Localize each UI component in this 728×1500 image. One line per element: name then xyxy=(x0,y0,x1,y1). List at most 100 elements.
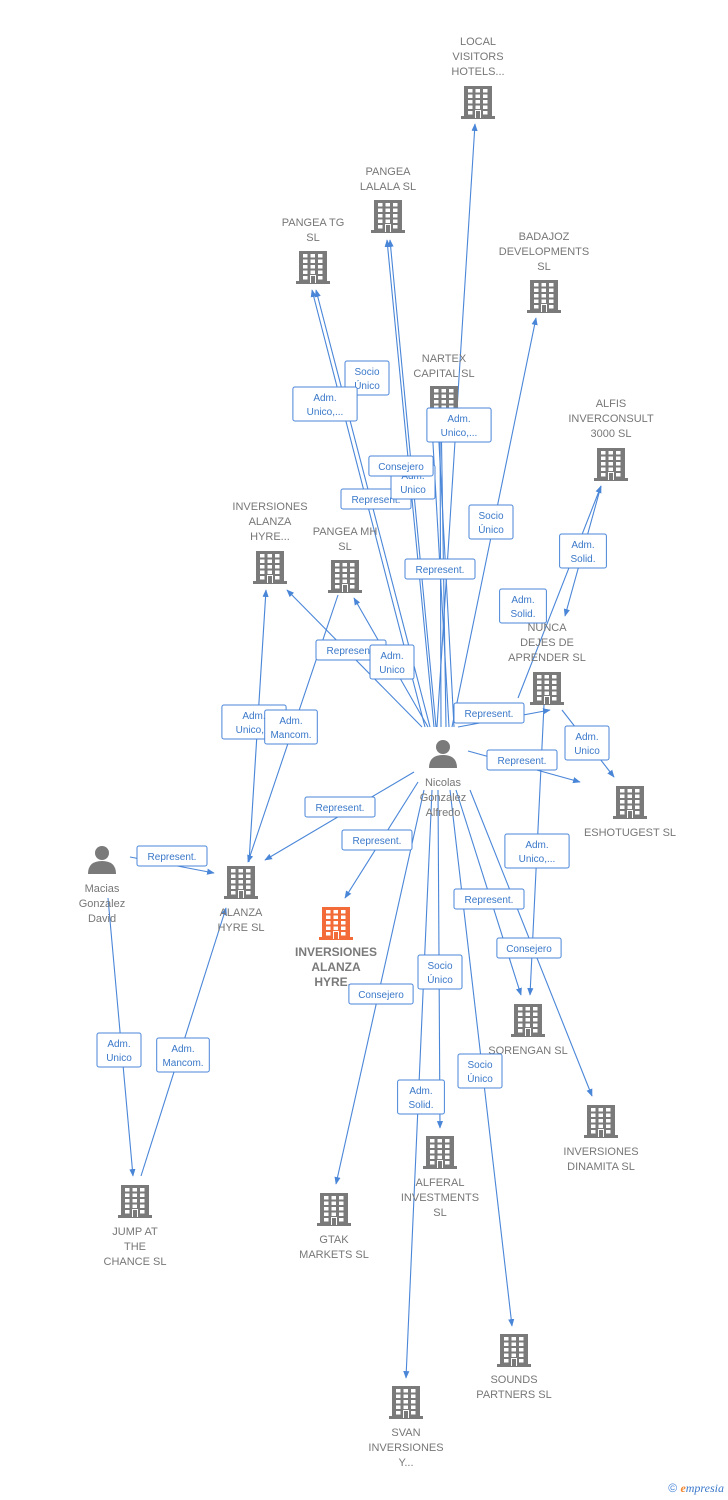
node-main[interactable]: INVERSIONESALANZAHYRE... xyxy=(295,907,377,989)
node-sorengan[interactable]: SORENGAN SL xyxy=(488,1004,568,1057)
edge-label-box xyxy=(468,504,514,540)
node-inv_hyre[interactable]: INVERSIONESALANZAHYRE... xyxy=(232,501,308,584)
edge-label-nicolas-to-svan[interactable]: Adm.Solid. xyxy=(397,1079,445,1115)
edge-label-macias-to-alanza[interactable]: Represent. xyxy=(136,845,208,867)
edge-label-text: Adm. xyxy=(575,732,598,743)
edge-label-nicolas-to-sorengan[interactable]: Represent. xyxy=(453,888,525,910)
edge-label-box xyxy=(499,588,547,624)
building-icon xyxy=(461,86,495,119)
edge-label-box xyxy=(564,725,610,761)
edge-label-text: Consejero xyxy=(358,990,404,1001)
edge-label-nicolas-to-nartex[interactable]: Consejero xyxy=(368,455,434,477)
edge-label-nicolas-to-tg[interactable]: Adm.Unico,... xyxy=(292,386,358,422)
node-label: HYRE... xyxy=(250,531,290,543)
edge-label-text: Único xyxy=(478,523,504,536)
node-label: ALANZA xyxy=(311,960,361,974)
edge-label-nicolas-to-alanza[interactable]: Represent. xyxy=(304,796,376,818)
edge-label-text: Represent. xyxy=(353,836,402,847)
edge-label-box xyxy=(264,709,318,745)
building-icon xyxy=(253,551,287,584)
node-label: JUMP AT xyxy=(112,1226,158,1238)
node-eshotugest[interactable]: ESHOTUGEST SL xyxy=(584,786,676,839)
edge-label-text: Represent. xyxy=(327,646,376,657)
edge-label-text: Represent. xyxy=(148,852,197,863)
node-label: LALALA SL xyxy=(360,181,416,193)
edge-label-box xyxy=(96,1032,142,1068)
empresia-watermark: © empresia xyxy=(668,1481,724,1496)
edge-label-box xyxy=(292,386,358,422)
edge-label-box xyxy=(136,845,208,867)
edge-label-nicolas-to-mh[interactable]: Adm.Unico xyxy=(369,644,415,680)
node-label: GTAK xyxy=(319,1234,349,1246)
edge-label-nicolas-to-main[interactable]: Represent. xyxy=(341,829,413,851)
edge-label-nicolas-to-nartex[interactable]: Adm.Unico,... xyxy=(426,407,492,443)
edge-label-nunca-to-alfis[interactable]: Adm.Solid. xyxy=(559,533,607,569)
building-icon xyxy=(389,1386,423,1419)
edge-label-text: Consejero xyxy=(506,944,552,955)
edge-label-text: Represent. xyxy=(316,803,365,814)
edge-label-nicolas-to-gtak[interactable]: Consejero xyxy=(348,983,414,1005)
edge-nunca-to-alfis xyxy=(517,485,602,699)
edge-label-alfis-to-nunca[interactable]: Adm.Solid. xyxy=(499,588,547,624)
edge-label-nicolas-to-nartex[interactable]: Represent. xyxy=(404,558,476,580)
node-svan[interactable]: SVANINVERSIONESY... xyxy=(368,1386,444,1469)
node-label: ESHOTUGEST SL xyxy=(584,827,676,839)
node-label: PANGEA MH xyxy=(313,526,378,538)
edge-label-text: Adm. xyxy=(380,651,403,662)
edge-label-macias-to-jump[interactable]: Adm.Unico xyxy=(96,1032,142,1068)
building-icon xyxy=(511,1004,545,1037)
edge-label-text: Mancom. xyxy=(162,1058,203,1069)
edge-label-box xyxy=(368,455,434,477)
node-label: DEJES DE xyxy=(520,637,574,649)
node-label: HYRE SL xyxy=(217,922,264,934)
edge-label-text: Socio xyxy=(467,1060,492,1071)
edge-label-nicolas-to-inv_hyre[interactable]: Represent. xyxy=(315,639,387,661)
edge-label-box xyxy=(559,533,607,569)
edge-label-nicolas-to-nunca[interactable]: Represent. xyxy=(453,702,525,724)
node-label: Y... xyxy=(398,1457,413,1469)
edge-label-nicolas-to-eshotugest[interactable]: Represent. xyxy=(486,749,558,771)
edge-label-jump-to-alanza[interactable]: Adm.Mancom. xyxy=(156,1037,210,1073)
edge-label-nicolas-to-dinamita[interactable]: Consejero xyxy=(496,937,562,959)
edge-label-nunca-to-eshotugest[interactable]: Adm.Unico xyxy=(564,725,610,761)
node-label: HYRE... xyxy=(314,975,357,989)
node-label: PANGEA xyxy=(365,166,411,178)
edge-label-text: Represent. xyxy=(465,895,514,906)
node-label: INVERSIONES xyxy=(295,945,377,959)
edge-label-text: Adm. xyxy=(242,711,265,722)
building-icon xyxy=(371,200,405,233)
edge-label-nunca-to-sorengan[interactable]: Adm.Unico,... xyxy=(504,833,570,869)
edge-label-text: Adm. xyxy=(107,1039,130,1050)
node-label: ALANZA xyxy=(249,516,292,528)
edge-label-box xyxy=(341,829,413,851)
node-lalala[interactable]: PANGEA LALALA SL xyxy=(360,166,416,233)
building-icon xyxy=(328,560,362,593)
node-label: ALFIS xyxy=(596,398,627,410)
edge-label-mh-to-alanza[interactable]: Adm.Mancom. xyxy=(264,709,318,745)
node-label: CHANCE SL xyxy=(104,1256,167,1268)
edge-label-text: Único xyxy=(354,379,380,392)
node-local[interactable]: LOCALVISITORSHOTELS... xyxy=(451,36,505,119)
node-label: SL xyxy=(537,261,550,273)
building-icon xyxy=(613,786,647,819)
node-label: Nicolas xyxy=(425,777,462,789)
